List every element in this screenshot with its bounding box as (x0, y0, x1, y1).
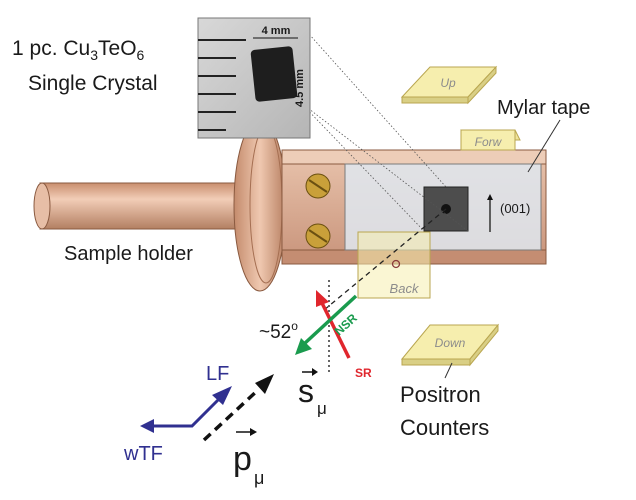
mylar-tape-label: Mylar tape (497, 97, 590, 119)
positron-counters-line2: Counters (400, 415, 489, 440)
detector-back: Back (357, 231, 431, 299)
crystal-photo-sample (250, 46, 298, 102)
field-arrows: LF wTF (123, 363, 232, 465)
detector-down: Down (400, 323, 500, 367)
p-symbol: p (233, 440, 252, 478)
p-mu-subscript: μ (254, 468, 264, 488)
crystal-photo: 4 mm 4.5 mm (197, 17, 311, 139)
angle-label: ~52o (259, 319, 298, 343)
screw-top (305, 173, 331, 199)
nsr-arrow: NSR (295, 294, 360, 355)
s-symbol: s (298, 373, 314, 409)
rod-end-cap (33, 182, 51, 230)
holder-rod (39, 182, 251, 230)
wtf-label: wTF (123, 443, 163, 465)
crystal-width-label: 4 mm (262, 25, 291, 37)
positron-counters-line1: Positron (400, 382, 481, 407)
detector-back-label: Back (390, 281, 420, 296)
plate-top-rail (281, 149, 547, 165)
zoom-line-top (299, 23, 447, 188)
momentum-symbol: p μ (233, 428, 264, 488)
zoom-line-right (299, 101, 469, 232)
sample-holder-label: Sample holder (64, 243, 193, 265)
positron-counters-leader (444, 362, 453, 379)
crystal-height-label: 4.5 mm (294, 69, 306, 107)
detector-forw: Forw (460, 129, 521, 151)
mylar-tape-leader (527, 119, 561, 173)
detector-up: Up (400, 65, 498, 105)
crystal-title-mid: TeO (98, 37, 137, 60)
sr-label: SR (355, 366, 372, 380)
crystal-title-line2: Single Crystal (28, 72, 158, 95)
angle-degree: o (291, 319, 298, 333)
muon-momentum-arrow (202, 374, 274, 442)
s-mu-subscript: μ (317, 399, 327, 418)
holder-flange (233, 118, 287, 292)
direction-001-label: (001) (500, 201, 530, 216)
crystal-title-line1: 1 pc. Cu3TeO6 (12, 37, 145, 63)
ruler-ticks (198, 39, 246, 131)
sr-arrow: SR (316, 290, 372, 380)
detector-down-label: Down (435, 336, 466, 350)
angle-value: ~52 (259, 322, 291, 343)
beam-entry-dot (391, 259, 401, 269)
crystal-title-sub6: 6 (137, 47, 145, 63)
spin-symbol: s μ (298, 368, 327, 418)
detector-up-label: Up (440, 76, 456, 90)
screw-bottom (305, 223, 331, 249)
detector-forw-label: Forw (475, 135, 503, 149)
lf-label: LF (206, 363, 229, 385)
crystal-title-prefix: 1 pc. Cu (12, 37, 90, 60)
crystal-title-sub3: 3 (90, 47, 98, 63)
